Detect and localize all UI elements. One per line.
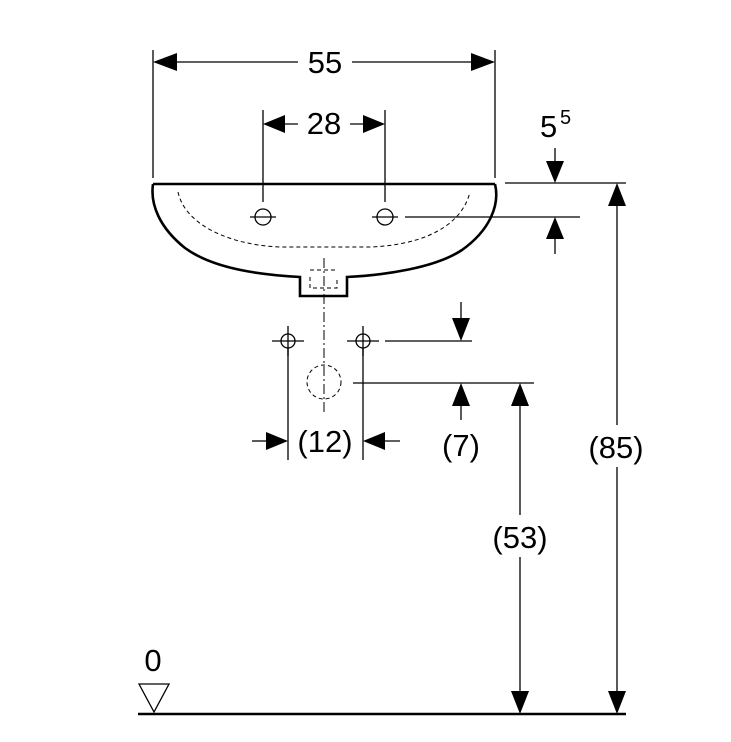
dimension-waste-offset <box>452 302 470 420</box>
washbasin-inner-bowl <box>177 191 471 248</box>
dimension-tap-hole-spacing <box>263 115 385 133</box>
tap-hole-left <box>250 208 276 226</box>
label-tap-hole-spacing: 28 <box>307 106 341 141</box>
waste-outlet <box>309 269 338 289</box>
label-waste-offset: (7) <box>442 428 480 463</box>
dimension-rim-to-tap <box>546 148 564 254</box>
label-overall-width: 55 <box>308 45 342 80</box>
label-rim-to-tap-sup: 5 <box>560 107 571 129</box>
supply-connection-left <box>272 326 304 356</box>
supply-connection-right <box>347 326 379 356</box>
label-waste-height: (53) <box>492 520 547 555</box>
tap-hole-right <box>372 208 398 226</box>
label-waste-spacing: (12) <box>297 424 352 459</box>
extension-lines <box>152 50 626 460</box>
label-waste-height-bg <box>484 515 556 557</box>
label-rim-to-tap: 5 <box>540 109 557 144</box>
dimension-overall-width <box>153 53 495 71</box>
label-floor-level: 0 <box>144 643 161 678</box>
label-rim-to-tap-main: 5 <box>540 109 557 144</box>
label-total-height: (85) <box>588 430 643 465</box>
dimension-waste-spacing <box>252 432 400 450</box>
floor-level-marker-icon <box>137 683 171 714</box>
label-total-height-bg <box>580 425 654 467</box>
waste-connection <box>306 364 342 400</box>
